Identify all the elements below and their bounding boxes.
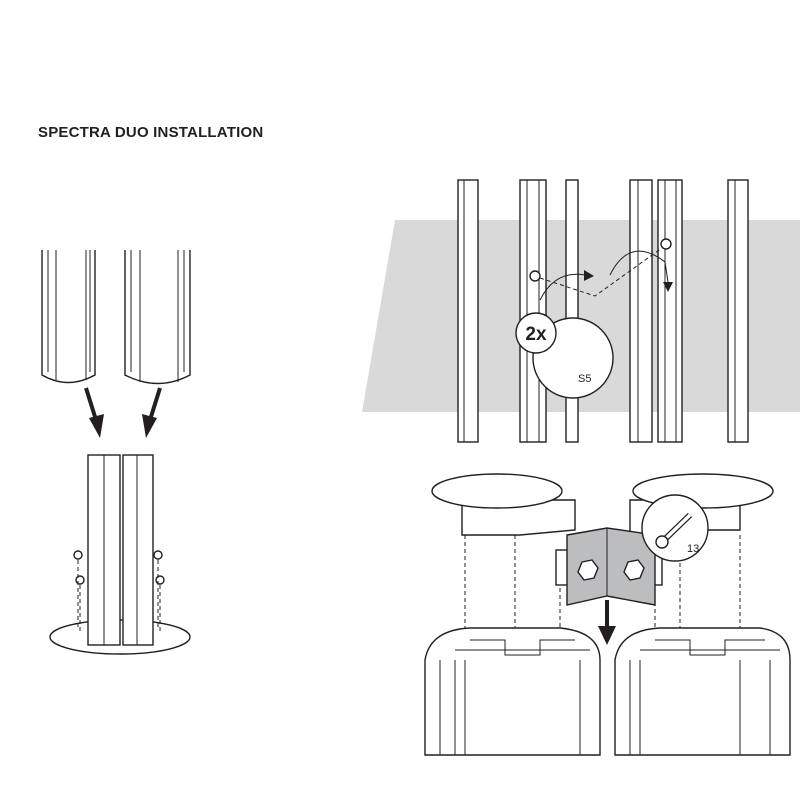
quantity-label: 2x	[525, 324, 547, 345]
step1-profiles	[41, 250, 191, 385]
quantity-badge: 2x	[515, 312, 557, 354]
bracket	[555, 527, 663, 606]
allen-key-size-label: S5	[578, 373, 591, 385]
down-arrow-icon	[84, 387, 162, 438]
wrench-callout: 13	[641, 494, 709, 562]
step3-profiles	[424, 627, 791, 756]
page-title: SPECTRA DUO INSTALLATION	[38, 124, 264, 141]
wrench-size-label: 13	[687, 543, 699, 555]
step1-posts-on-base	[49, 454, 191, 655]
down-arrow-icon	[598, 600, 616, 645]
